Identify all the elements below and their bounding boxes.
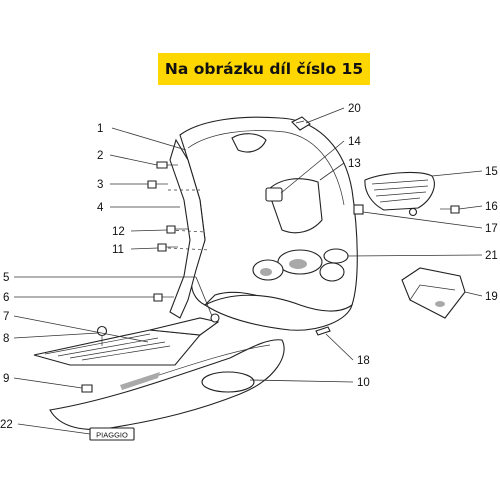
callout-21: 21 [485, 250, 498, 262]
part-15-grille [364, 172, 435, 217]
callout-10: 10 [357, 377, 370, 389]
callout-16: 16 [485, 201, 498, 213]
callout-17: 17 [485, 223, 498, 235]
callout-13: 13 [348, 158, 361, 170]
callout-6: 6 [3, 292, 9, 304]
callout-14: 14 [348, 136, 361, 148]
callout-12: 12 [112, 226, 125, 238]
part-19-bracket [401, 267, 466, 319]
callout-2: 2 [97, 150, 103, 162]
callout-3: 3 [97, 179, 103, 191]
part-14-badge-mount [265, 187, 283, 202]
callout-numbers: 1 2 3 4 12 11 5 6 7 8 9 22 20 14 13 15 1… [0, 103, 498, 431]
lower-skirt [49, 339, 285, 430]
part-20-emblem [291, 116, 311, 131]
callout-8: 8 [3, 333, 9, 345]
callout-15: 15 [485, 166, 498, 178]
callout-11: 11 [112, 244, 124, 256]
callout-19: 19 [485, 291, 498, 303]
callout-1: 1 [97, 123, 103, 135]
callout-4: 4 [97, 202, 104, 214]
footrest-floor [33, 317, 220, 366]
callout-7: 7 [3, 311, 9, 323]
piaggio-badge: PIAGGIO [89, 427, 135, 441]
front-shield [167, 116, 358, 331]
callout-9: 9 [3, 373, 9, 385]
leader-lines [13, 107, 483, 435]
piaggio-badge-text: PIAGGIO [96, 431, 128, 440]
page-title-banner: Na obrázku díl číslo 15 [158, 53, 370, 85]
callout-18: 18 [357, 355, 370, 367]
callout-5: 5 [3, 272, 9, 284]
callout-20: 20 [348, 103, 361, 115]
part-17-clip [353, 204, 364, 215]
part-21-pad [323, 248, 349, 264]
page-title: Na obrázku díl číslo 15 [164, 60, 364, 78]
part-18-rubber [315, 326, 331, 336]
callout-22: 22 [0, 419, 13, 431]
